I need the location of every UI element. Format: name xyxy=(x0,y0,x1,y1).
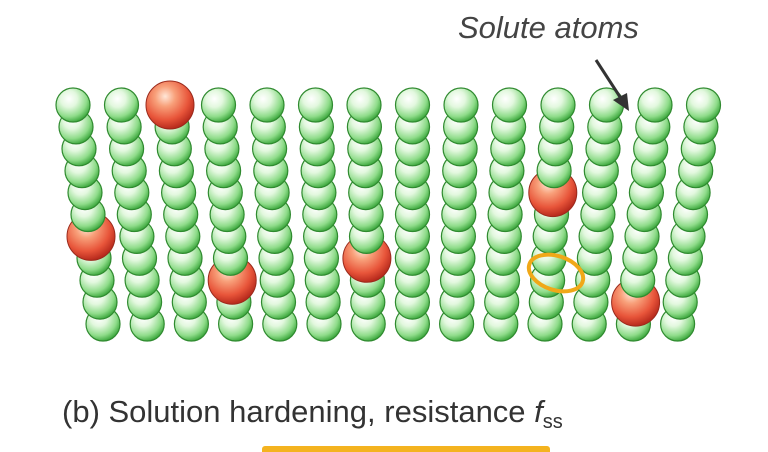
matrix-atom xyxy=(346,87,382,123)
atom-grid xyxy=(55,80,722,342)
matrix-atom xyxy=(491,87,528,123)
figure-caption: (b) Solution hardening, resistance fss xyxy=(62,394,563,434)
matrix-atom xyxy=(394,87,431,123)
caption-symbol: f xyxy=(534,394,543,429)
pointer-arrow-head xyxy=(613,93,629,111)
matrix-atom xyxy=(297,87,334,123)
caption-subscript: ss xyxy=(542,411,563,433)
caption-text: (b) Solution hardening, resistance xyxy=(62,394,526,429)
caption-underline xyxy=(262,446,550,452)
highlight-ring xyxy=(526,252,586,294)
matrix-atom xyxy=(200,87,237,123)
pointer-arrow-line xyxy=(594,59,624,101)
matrix-atom xyxy=(540,87,576,123)
matrix-atom xyxy=(637,87,673,123)
matrix-atom xyxy=(55,87,91,123)
solute-atom xyxy=(145,80,195,130)
matrix-atom xyxy=(249,87,285,123)
matrix-atom xyxy=(103,87,140,123)
annotations xyxy=(526,59,629,294)
matrix-atom xyxy=(685,87,722,123)
matrix-atom xyxy=(443,87,479,123)
solute-atoms-label: Solute atoms xyxy=(458,10,639,45)
